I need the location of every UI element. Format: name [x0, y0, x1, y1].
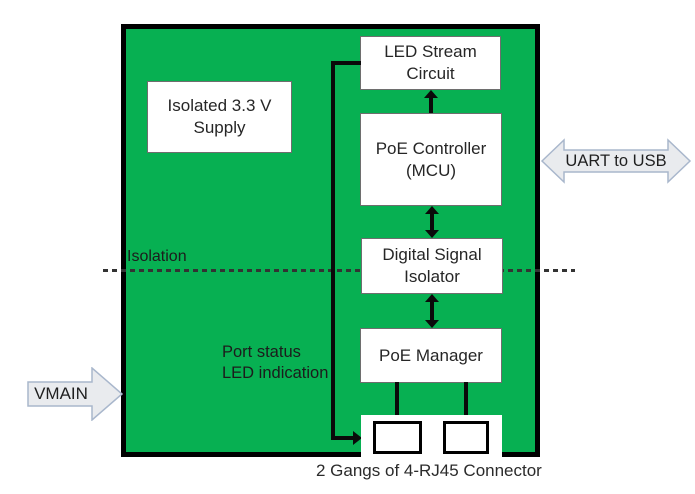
dsi-mgr-arrowhead-up-icon — [425, 294, 439, 302]
block-poe-controller-mcu-label: PoE Controller (MCU) — [375, 138, 487, 180]
rj45-connector-2 — [443, 421, 489, 454]
led-wire-bottom-segment — [331, 436, 353, 440]
mcu-dsi-arrow-shaft — [430, 212, 434, 232]
led-wire-arrowhead-right-icon — [353, 431, 362, 445]
mcu-to-led-arrow-shaft — [429, 97, 433, 113]
block-led-stream-circuit-label: LED Stream Circuit — [384, 42, 477, 83]
isolation-label: Isolation — [127, 248, 187, 265]
mgr-to-conn2-line — [464, 382, 468, 422]
block-digital-signal-isolator: Digital Signal Isolator — [361, 238, 503, 294]
block-isolated-supply-label: Isolated 3.3 V Supply — [167, 96, 272, 137]
block-digital-signal-isolator-label: Digital Signal Isolator — [382, 245, 482, 286]
port-status-label: Port status LED indication — [222, 343, 329, 383]
rj45-connector-1 — [373, 421, 422, 454]
dsi-mgr-arrow-shaft — [430, 301, 434, 321]
block-poe-manager-label: PoE Manager — [379, 345, 483, 365]
mcu-dsi-arrowhead-up-icon — [425, 206, 439, 214]
vmain-label: VMAIN — [34, 384, 88, 403]
block-led-stream-circuit: LED Stream Circuit — [360, 36, 501, 90]
mcu-to-led-arrowhead-up-icon — [424, 90, 438, 98]
led-wire-top-segment — [331, 61, 361, 65]
block-poe-controller-mcu: PoE Controller (MCU) — [360, 113, 502, 206]
block-isolated-supply: Isolated 3.3 V Supply — [147, 81, 292, 153]
isolation-dashed-line — [103, 269, 575, 272]
mgr-to-conn1-line — [395, 382, 399, 422]
dsi-mgr-arrowhead-down-icon — [425, 320, 439, 328]
uart-to-usb-label: UART to USB — [565, 151, 667, 170]
rj45-caption-label: 2 Gangs of 4-RJ45 Connector — [316, 461, 542, 480]
vmain-arrow-icon — [27, 367, 123, 421]
led-wire-vertical-segment — [331, 61, 335, 440]
block-poe-manager: PoE Manager — [360, 328, 502, 383]
mcu-dsi-arrowhead-down-icon — [425, 230, 439, 238]
uart-to-usb-arrow-icon — [540, 138, 692, 184]
